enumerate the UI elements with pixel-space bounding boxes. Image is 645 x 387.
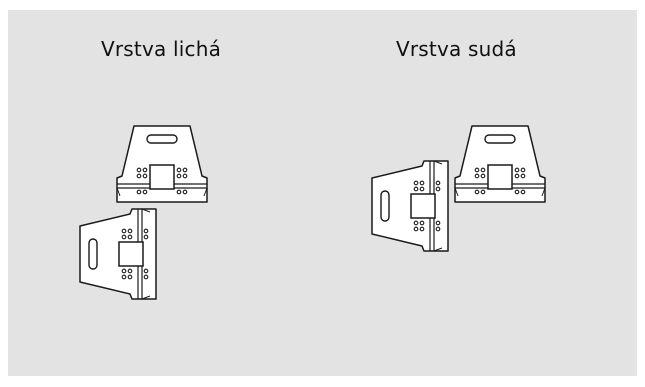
even-layer-label: Vrstva sudá — [396, 37, 517, 61]
odd-block-rotated — [79, 208, 157, 300]
odd-layer-group — [79, 125, 208, 300]
odd-block-upright — [116, 125, 208, 203]
even-layer-group — [371, 125, 546, 252]
even-block-upright — [454, 125, 546, 203]
even-block-rotated — [371, 160, 449, 252]
odd-layer-label: Vrstva lichá — [101, 37, 222, 61]
